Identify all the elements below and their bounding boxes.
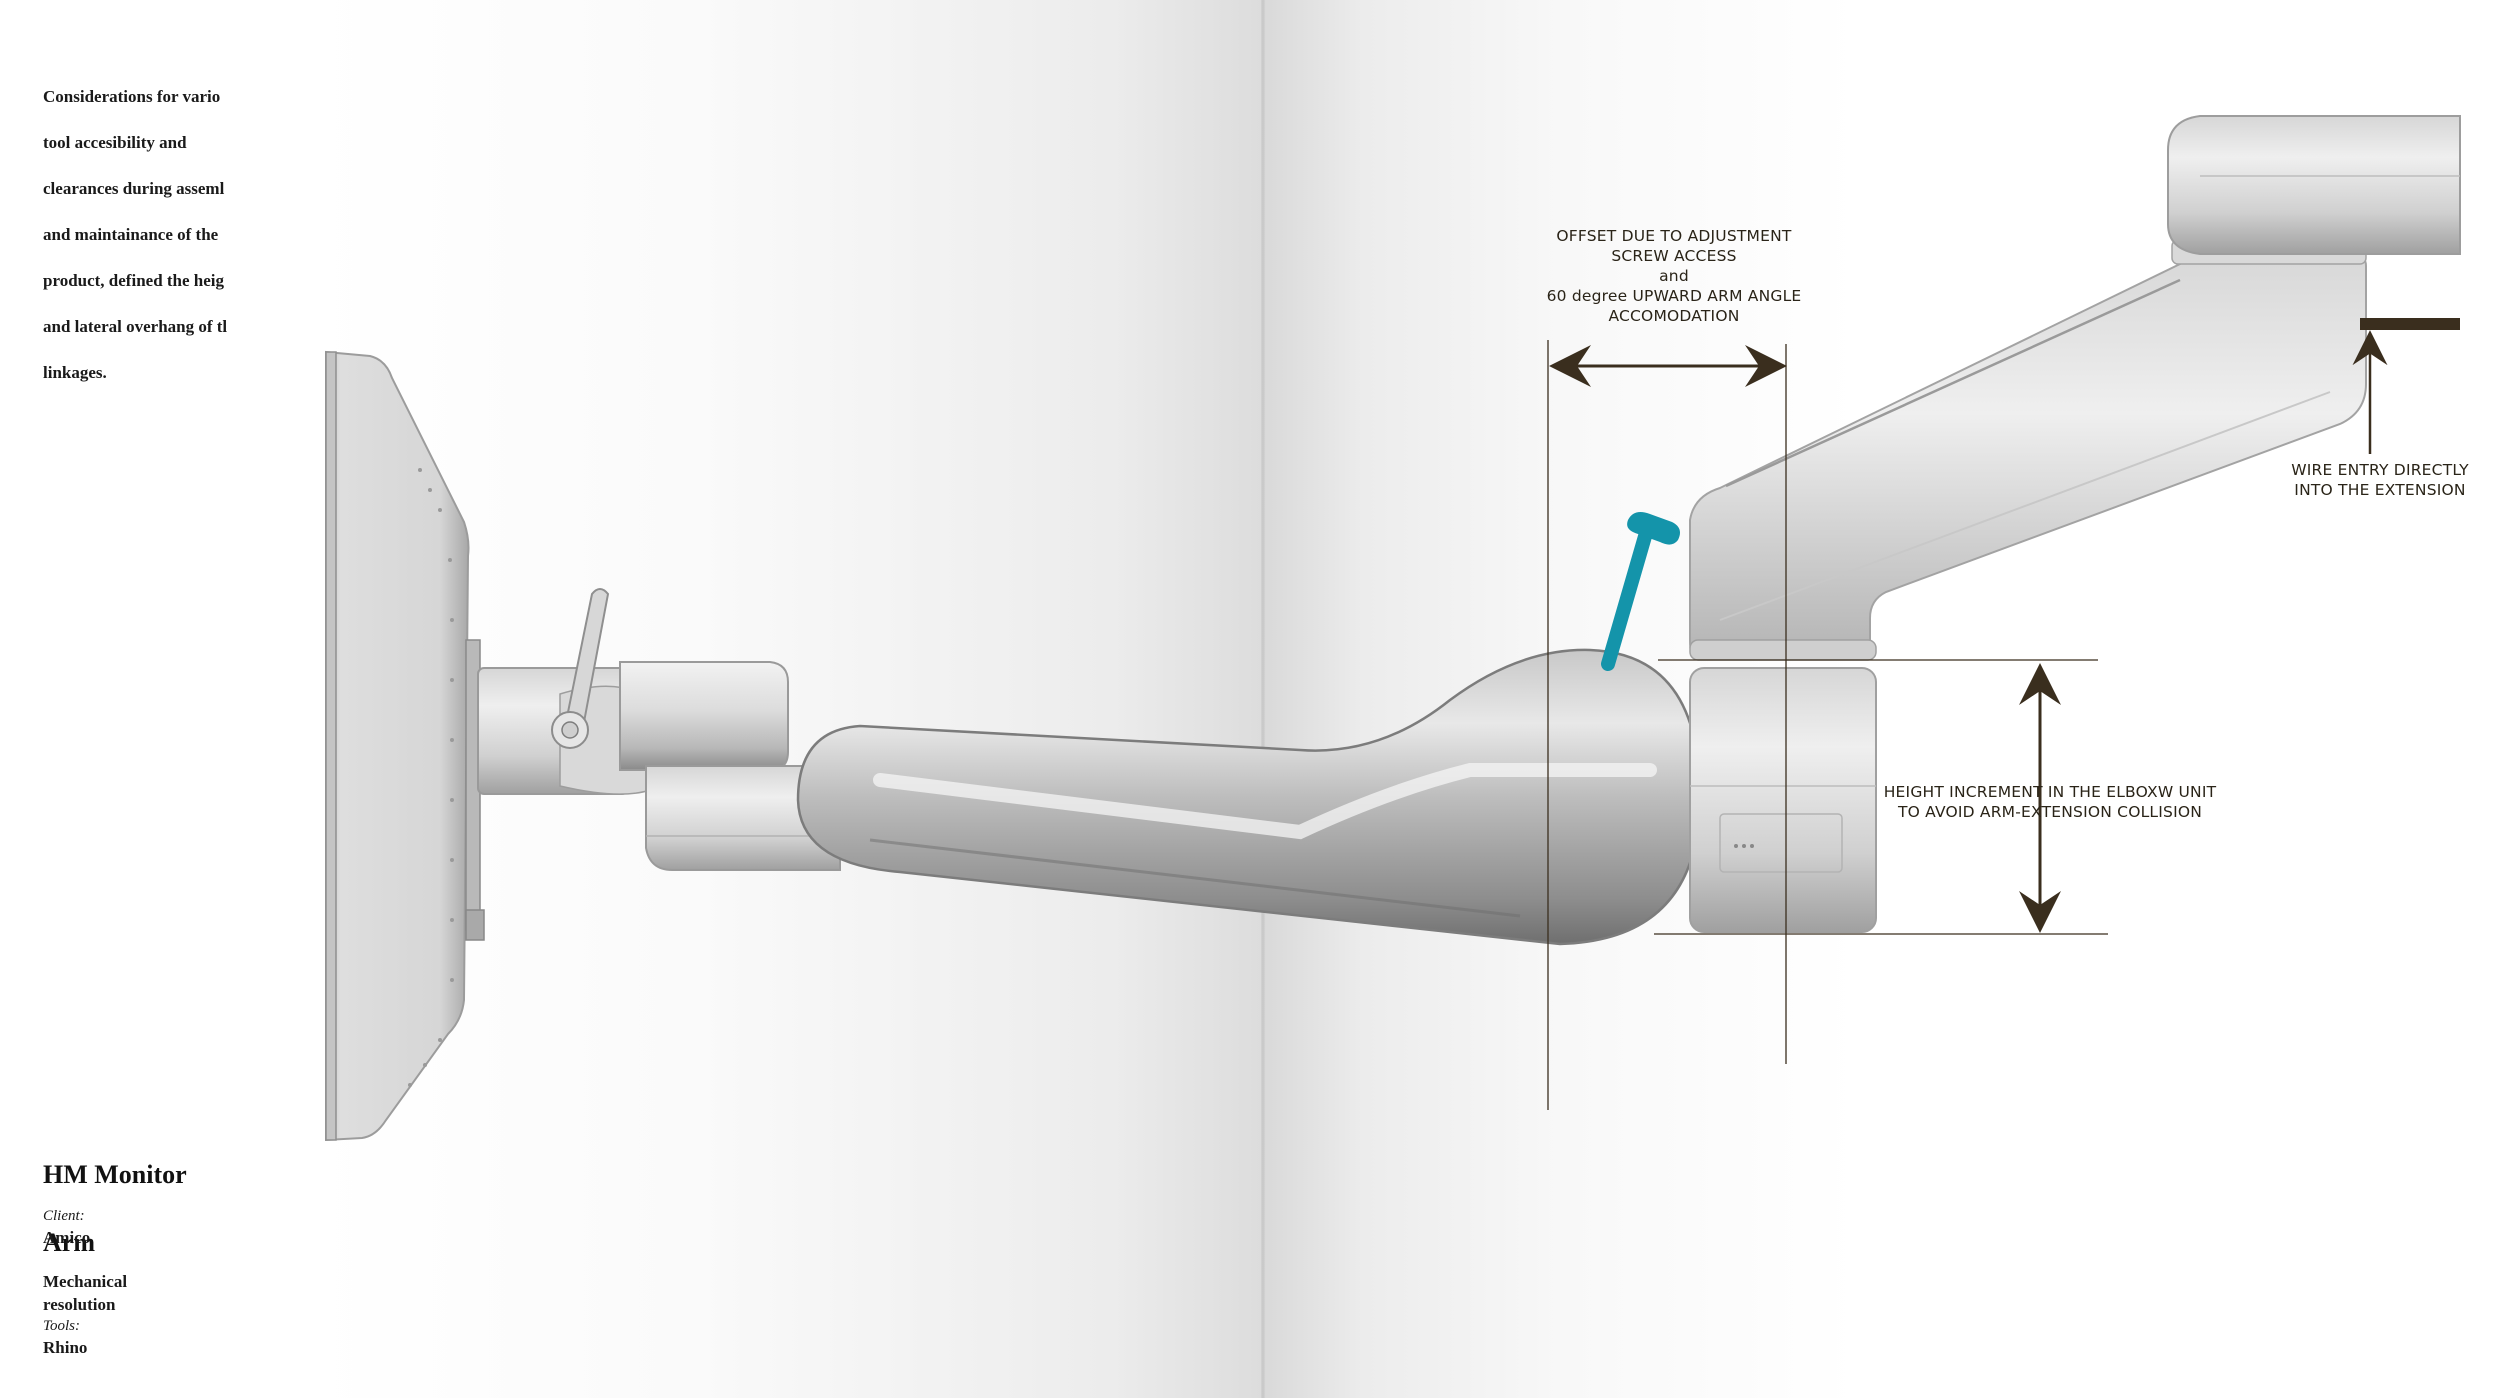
client-block: Client: Amico — [43, 1206, 243, 1249]
intro-paragraph: Considerations for vario tool accesibili… — [43, 62, 239, 407]
wrist-joint — [619, 661, 841, 871]
tools-value: Rhino — [43, 1338, 88, 1357]
annotation-line: ACCOMODATION — [1608, 307, 1740, 325]
tools-label: Tools: — [43, 1318, 80, 1334]
project-title: HM Monitor Arm — [43, 1124, 243, 1294]
extension-arm — [1689, 239, 2367, 661]
elbow-unit — [1689, 667, 1877, 933]
intro-line: and maintainance of the — [43, 225, 219, 244]
wire-cable — [2360, 318, 2460, 330]
intro-line: and lateral overhang of tl — [43, 317, 228, 336]
annotation-line: HEIGHT INCREMENT IN THE ELBOXW UNIT — [1883, 783, 2217, 801]
book-gutter — [1261, 0, 1265, 1398]
discipline-line: Mechanical — [43, 1272, 128, 1291]
project-title-line: Arm — [43, 1228, 95, 1257]
offset-annotation: OFFSET DUE TO ADJUSTMENT SCREW ACCESS an… — [1506, 226, 1842, 326]
intro-line: tool accesibility and — [43, 133, 187, 152]
wall-mount-top — [2167, 115, 2461, 330]
height-annotation: HEIGHT INCREMENT IN THE ELBOXW UNIT TO A… — [1862, 782, 2238, 822]
annotation-line: WIRE ENTRY DIRECTLY — [2291, 461, 2469, 479]
intro-line: clearances during asseml — [43, 179, 225, 198]
monitor — [325, 350, 485, 1142]
main-arm — [796, 648, 1702, 946]
annotation-line: INTO THE EXTENSION — [2294, 481, 2466, 499]
wire-entry-annotation: WIRE ENTRY DIRECTLY INTO THE EXTENSION — [2262, 460, 2498, 500]
annotation-line: TO AVOID ARM-EXTENSION COLLISION — [1897, 803, 2203, 821]
dimension-lines — [1547, 330, 2388, 1110]
annotation-line: SCREW ACCESS — [1611, 247, 1737, 265]
discipline-line: resolution — [43, 1295, 116, 1314]
client-label: Client: — [43, 1208, 85, 1224]
intro-line: product, defined the heig — [43, 271, 225, 290]
monitor-vent-dots — [408, 468, 454, 1087]
project-title-line: HM Monitor — [43, 1160, 187, 1189]
annotation-line: 60 degree UPWARD ARM ANGLE — [1546, 287, 1802, 305]
annotation-line: OFFSET DUE TO ADJUSTMENT — [1556, 227, 1792, 245]
annotation-line: and — [1659, 267, 1689, 285]
intro-line: Considerations for vario — [43, 87, 221, 106]
adjustment-screw-tool — [1601, 512, 1680, 671]
client-value: Amico — [43, 1228, 91, 1247]
discipline-block: Mechanical resolution Tools: Rhino — [43, 1270, 243, 1359]
intro-line: linkages. — [43, 363, 107, 382]
